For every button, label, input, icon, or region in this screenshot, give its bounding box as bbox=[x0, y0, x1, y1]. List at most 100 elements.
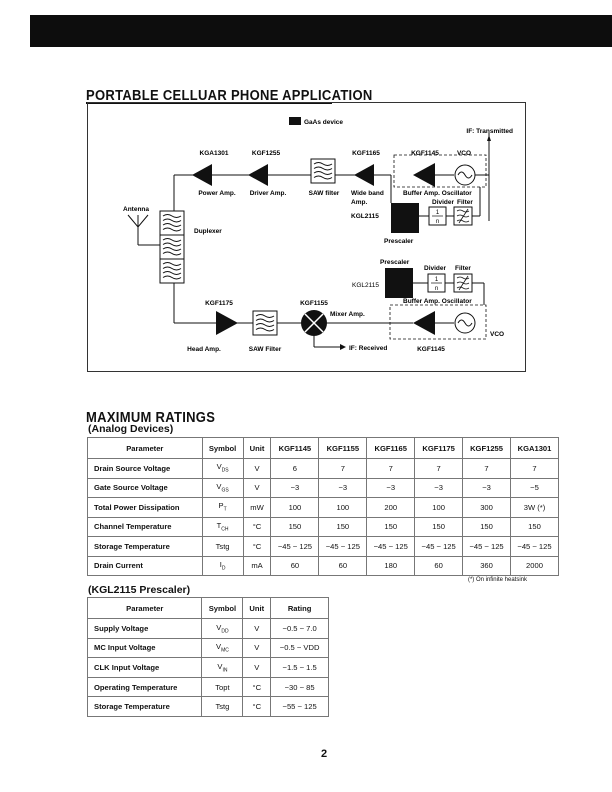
value-cell: 60 bbox=[270, 555, 320, 576]
head-amp-symbol bbox=[216, 311, 238, 335]
column-header: Parameter bbox=[86, 597, 203, 619]
column-header: KGF1175 bbox=[414, 437, 464, 459]
column-header: Symbol bbox=[201, 437, 244, 459]
duplexer-upper-symbol bbox=[159, 210, 185, 236]
label-vco-rx: VCO bbox=[490, 331, 504, 338]
label-kgf1255-tx: KGF1255 bbox=[252, 150, 281, 157]
power-amp-symbol bbox=[192, 164, 212, 186]
symbol-main: V bbox=[216, 622, 222, 632]
driver-amp-symbol bbox=[248, 164, 268, 186]
column-header: Parameter bbox=[87, 437, 203, 459]
parameter-cell: Gate Source Voltage bbox=[87, 477, 203, 498]
label-kgl2115-rx: KGL2115 bbox=[352, 282, 379, 289]
column-header: KGF1145 bbox=[270, 437, 320, 459]
symbol-subscript: DD bbox=[221, 628, 229, 635]
label-kgf1155: KGF1155 bbox=[300, 300, 328, 307]
value-cell: 150 bbox=[414, 516, 464, 537]
value-cell: −45 ~ 125 bbox=[366, 536, 416, 557]
value-cell: 150 bbox=[510, 516, 559, 537]
parameter-cell: Supply Voltage bbox=[86, 618, 203, 639]
value-cell: 180 bbox=[366, 555, 416, 576]
label-kgf1165: KGF1165 bbox=[352, 150, 380, 157]
symbol-main: Topt bbox=[215, 682, 230, 692]
application-diagram: GaAs device IF: Transmitted KGA1301 KGF1… bbox=[87, 102, 526, 372]
value-cell: −3 bbox=[318, 477, 368, 498]
value-cell: −0.5 ~ 7.0 bbox=[270, 618, 329, 639]
symbol-cell: Topt bbox=[201, 676, 244, 698]
symbol-main: P bbox=[218, 501, 224, 511]
column-header: KGF1165 bbox=[366, 437, 416, 459]
parameter-cell: MC Input Voltage bbox=[86, 637, 203, 659]
value-cell: −3 bbox=[366, 477, 416, 498]
symbol-subscript: IN bbox=[222, 667, 228, 674]
symbol-subscript: D bbox=[221, 565, 226, 572]
value-cell: −0.5 ~ VDD bbox=[270, 637, 329, 659]
label-vco-tx: VCO bbox=[457, 150, 471, 157]
symbol-cell: VIN bbox=[201, 657, 244, 678]
symbol-subscript: DS bbox=[221, 468, 229, 474]
symbol-main: I bbox=[219, 559, 222, 569]
unit-cell: °C bbox=[242, 696, 272, 717]
page-number: 2 bbox=[321, 748, 328, 760]
parameter-cell: Channel Temperature bbox=[87, 516, 203, 537]
symbol-subscript: T bbox=[223, 507, 227, 513]
section-title-rule bbox=[86, 102, 332, 104]
value-cell: −5 bbox=[510, 477, 559, 498]
symbol-cell: Tstg bbox=[201, 536, 244, 557]
column-header: KGF1255 bbox=[462, 437, 511, 459]
parameter-cell: CLK Input Voltage bbox=[86, 657, 203, 678]
unit-cell: °C bbox=[242, 516, 272, 537]
label-duplexer: Duplexer bbox=[194, 228, 222, 235]
label-kgf1175: KGF1175 bbox=[205, 300, 233, 307]
divider-tx-den: n bbox=[436, 219, 439, 225]
symbol-main: Tstg bbox=[215, 541, 230, 551]
value-cell: 300 bbox=[462, 497, 511, 518]
symbol-cell: ID bbox=[201, 555, 244, 576]
value-cell: −45 ~ 125 bbox=[414, 536, 464, 557]
parameter-cell: Storage Temperature bbox=[86, 696, 203, 717]
value-cell: −55 ~ 125 bbox=[270, 696, 329, 717]
value-cell: 60 bbox=[414, 555, 464, 576]
symbol-main: Tstg bbox=[215, 702, 230, 712]
value-cell: −30 ~ 85 bbox=[270, 676, 329, 698]
symbol-cell: VDS bbox=[201, 458, 244, 479]
value-cell: 7 bbox=[318, 458, 368, 479]
antenna-icon bbox=[127, 214, 149, 228]
symbol-main: V bbox=[215, 642, 222, 652]
label-buffer-osc-rx: Buffer Amp. Oscillator bbox=[403, 298, 472, 305]
label-wide-band: Wide band bbox=[351, 190, 384, 197]
value-cell: 7 bbox=[510, 458, 559, 479]
column-header: KGA1301 bbox=[510, 437, 559, 459]
column-header: KGF1155 bbox=[318, 437, 368, 459]
divider-tx-num: 1 bbox=[436, 210, 440, 216]
label-kgl2115-tx: KGL2115 bbox=[351, 213, 379, 220]
buffer-amp-tx-symbol bbox=[413, 163, 435, 187]
symbol-cell: Tstg bbox=[201, 696, 244, 717]
value-cell: 150 bbox=[366, 516, 416, 537]
value-cell: 200 bbox=[366, 497, 416, 518]
unit-cell: mW bbox=[242, 497, 272, 518]
tx-oscillator-dashed-box bbox=[393, 154, 487, 188]
parameter-cell: Drain Source Voltage bbox=[87, 458, 203, 479]
label-kgf1145-rx: KGF1145 bbox=[417, 346, 445, 353]
symbol-cell: TCH bbox=[201, 516, 244, 537]
label-buffer-osc-tx: Buffer Amp. Oscillator bbox=[403, 190, 472, 197]
symbol-subscript: MC bbox=[221, 647, 229, 654]
value-cell: 100 bbox=[414, 497, 464, 518]
parameter-cell: Total Power Dissipation bbox=[87, 497, 203, 518]
symbol-cell: PT bbox=[201, 497, 244, 518]
block-diagram-svg: GaAs device IF: Transmitted KGA1301 KGF1… bbox=[123, 117, 513, 353]
prescaler-tx-block bbox=[391, 203, 419, 233]
buffer-amp-rx-symbol bbox=[413, 311, 435, 335]
label-kga1301: KGA1301 bbox=[200, 150, 229, 157]
